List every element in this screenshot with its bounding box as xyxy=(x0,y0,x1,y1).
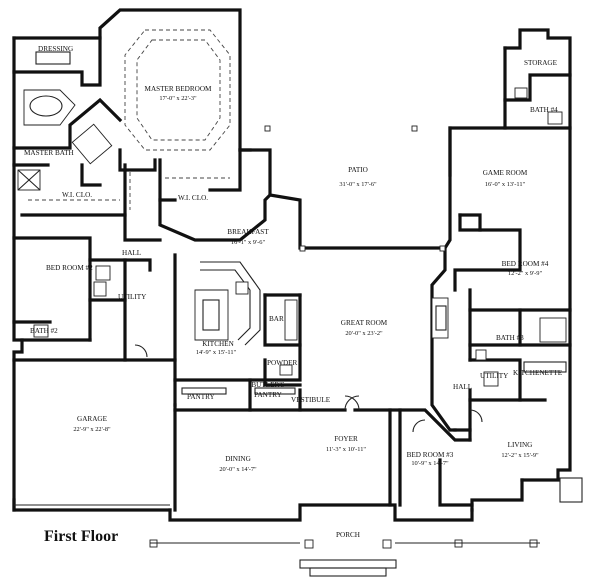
label-living: LIVING xyxy=(508,441,533,449)
label-master-bedroom: MASTER BEDROOM xyxy=(145,85,213,93)
label-dining: DINING xyxy=(225,455,251,463)
label-wic-left: W.I. CLO. xyxy=(62,191,92,199)
size-breakfast: 16'-1" x 9'-6" xyxy=(231,239,266,246)
label-hall-left: HALL xyxy=(122,249,141,257)
label-powder: POWDER xyxy=(267,359,298,367)
size-game-room: 16'-0" x 13'-11" xyxy=(485,181,526,188)
label-master-bath: MASTER BATH xyxy=(24,149,74,157)
label-storage: STORAGE xyxy=(524,59,558,67)
label-vestibule: VESTIBULE xyxy=(291,396,331,404)
label-butlers-line1: BUTLER'S xyxy=(251,381,284,389)
label-bedroom3: BED ROOM #3 xyxy=(407,451,454,459)
label-pantry: PANTRY xyxy=(187,393,216,401)
size-great-room: 20'-0" x 23'-2" xyxy=(345,330,383,337)
size-garage: 22'-9" x 22'-8" xyxy=(73,426,111,433)
label-porch: PORCH xyxy=(336,531,360,539)
size-foyer: 11'-3" x 10'-11" xyxy=(326,446,366,453)
room-labels: DRESSING MASTER BEDROOM 17'-0" x 22'-3" … xyxy=(24,45,563,539)
size-patio: 31'-0" x 17'-6" xyxy=(339,181,377,188)
interior-walls xyxy=(12,36,572,512)
size-living: 12'-2" x 15'-9" xyxy=(501,452,539,459)
label-kitchenette: KITCHENETTE xyxy=(513,369,563,377)
size-kitchen: 14'-9" x 15'-11" xyxy=(196,349,237,356)
label-utility-left: UTILITY xyxy=(118,293,147,301)
label-dressing: DRESSING xyxy=(38,45,73,53)
fixtures xyxy=(14,29,583,577)
label-utility-right: UTILITY xyxy=(480,372,509,380)
label-game-room: GAME ROOM xyxy=(483,169,528,177)
plan-title: First Floor xyxy=(44,528,118,545)
size-bedroom3: 10'-9" x 14'-7" xyxy=(411,460,449,467)
label-hall-right: HALL xyxy=(453,383,472,391)
label-breakfast: BREAKFAST xyxy=(227,228,269,236)
label-garage: GARAGE xyxy=(77,415,108,423)
label-foyer: FOYER xyxy=(334,435,358,443)
size-dining: 20'-0" x 14'-7" xyxy=(219,466,257,473)
label-bath3: BATH #3 xyxy=(496,334,524,342)
label-bedroom4: BED ROOM #4 xyxy=(502,260,549,268)
size-bedroom4: 12'-2" x 9'-9" xyxy=(508,270,543,277)
label-kitchen: KITCHEN xyxy=(202,340,234,348)
label-wic-right: W.I. CLO. xyxy=(178,194,208,202)
label-great-room: GREAT ROOM xyxy=(341,319,388,327)
label-bedroom2: BED ROOM #2 xyxy=(46,264,93,272)
label-patio: PATIO xyxy=(348,166,368,174)
label-butlers-line2: PANTRY xyxy=(254,391,283,399)
label-bath2: BATH #2 xyxy=(30,327,58,335)
label-bath4: BATH #4 xyxy=(530,106,558,114)
label-bar: BAR xyxy=(269,315,284,323)
size-master-bedroom: 17'-0" x 22'-3" xyxy=(159,95,197,102)
